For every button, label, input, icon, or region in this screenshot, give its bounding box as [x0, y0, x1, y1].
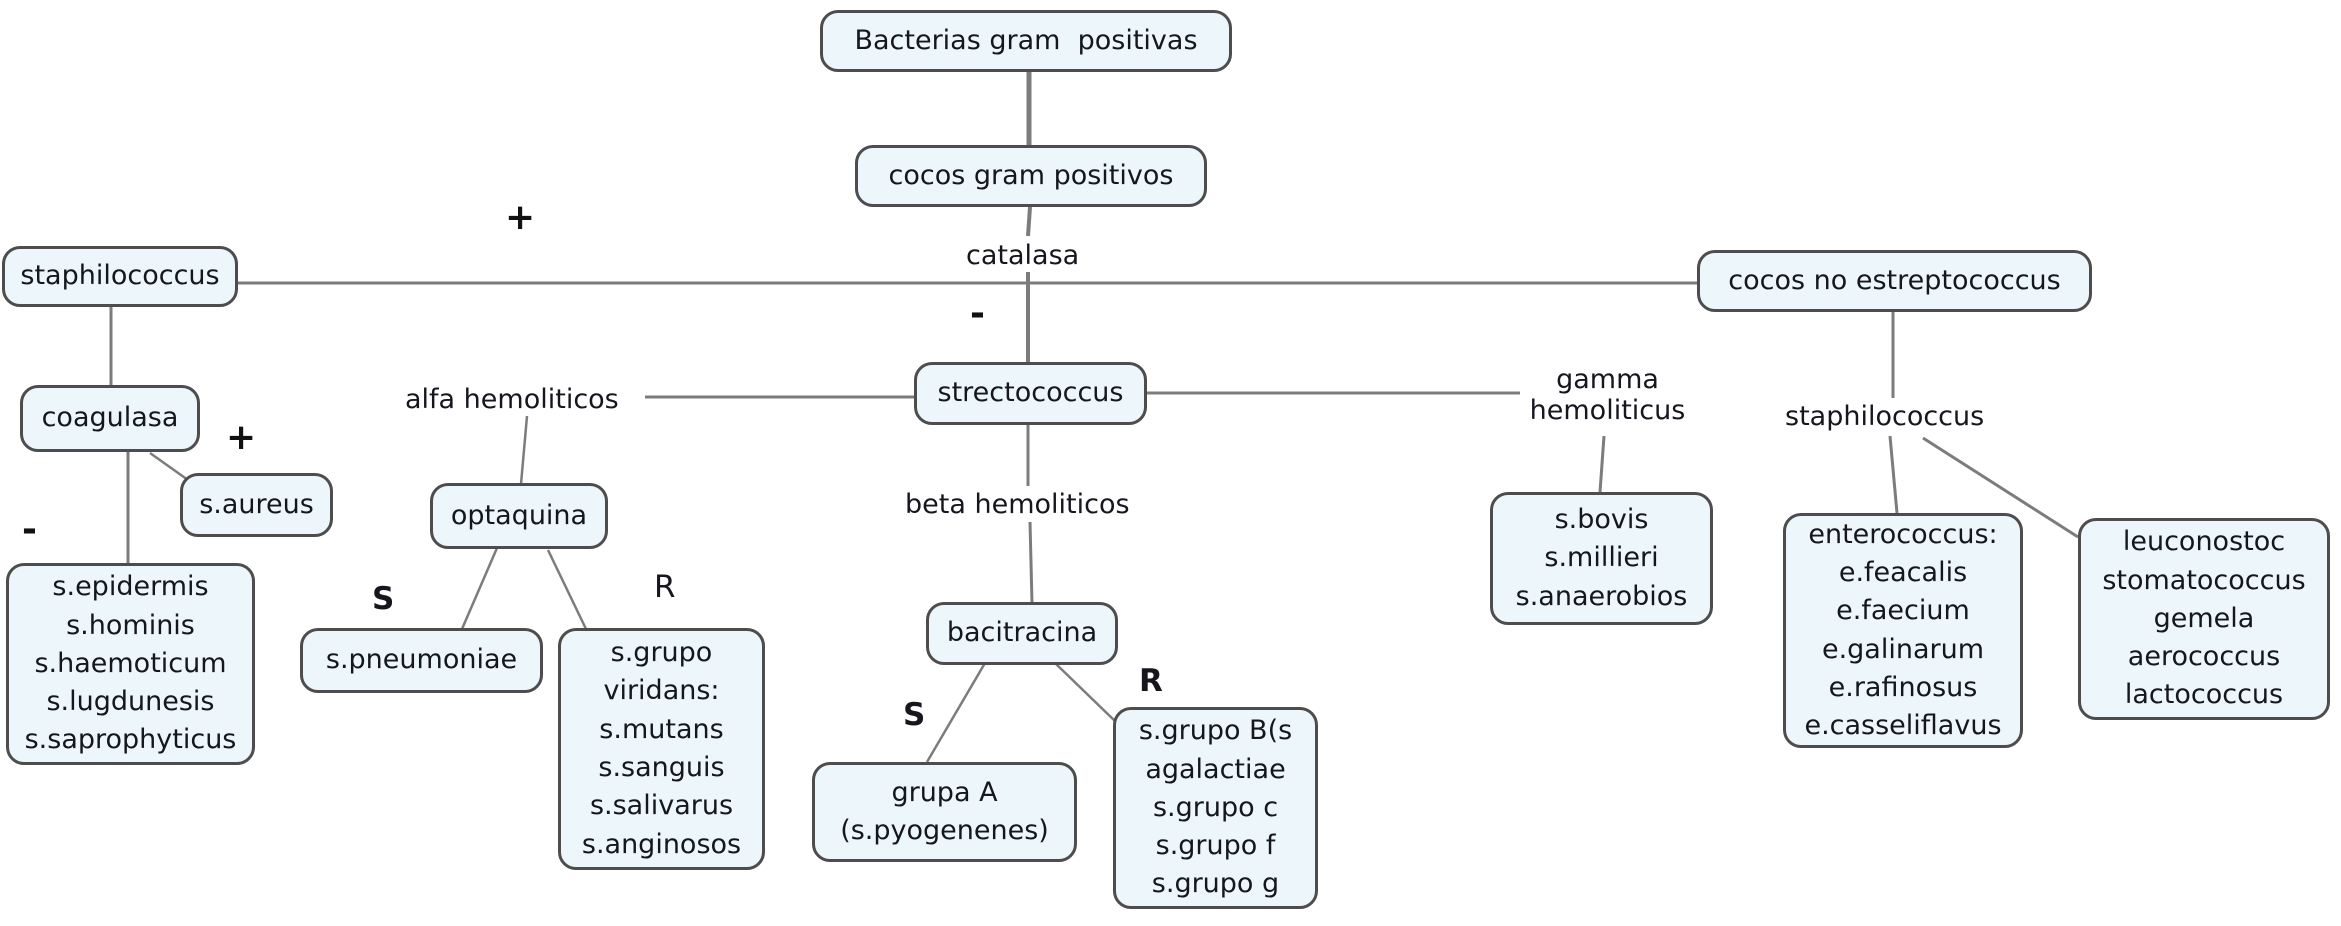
node-grupa-a: grupa A (s.pyogenenes): [812, 762, 1077, 862]
label-alfa-hemoliticos: alfa hemoliticos: [405, 384, 619, 415]
label-s-bacitracina: S: [903, 697, 926, 733]
node-enterococcus-list: enterococcus: e.feacalis e.faecium e.gal…: [1783, 513, 2023, 748]
node-grupo-b-list: s.grupo B(s agalactiae s.grupo c s.grupo…: [1113, 707, 1318, 909]
node-coagulasa-negative-list: s.epidermis s.hominis s.haemoticum s.lug…: [6, 563, 255, 765]
label-beta-hemoliticos: beta hemoliticos: [905, 489, 1130, 520]
node-optaquina: optaquina: [430, 483, 608, 549]
label-r-bacitracina: R: [1139, 663, 1163, 699]
label-minus-catalasa: -: [970, 293, 985, 334]
edge-gamma-bovis: [1598, 435, 1606, 493]
node-bacterias-gram-positivas: Bacterias gram positivas: [820, 10, 1232, 72]
node-cocos-no-estreptococcus: cocos no estreptococcus: [1697, 250, 2092, 312]
node-coagulasa: coagulasa: [20, 385, 200, 452]
label-s-optaquina: S: [372, 581, 395, 617]
edge-optaquina-viridans: [546, 549, 588, 630]
edge-bacitracina-grupaA: [925, 662, 987, 763]
label-r-optaquina: R: [654, 569, 676, 605]
edge-coagulasa-aureus: [149, 451, 189, 482]
node-strectococcus: strectococcus: [914, 362, 1147, 425]
label-minus-coagulasa: -: [22, 509, 37, 550]
edge-cocosgram-catalasa: [1026, 206, 1032, 237]
node-s-aureus: s.aureus: [180, 473, 333, 537]
edge-staphright-leuconostoc: [1922, 436, 2079, 539]
node-s-pneumoniae: s.pneumoniae: [300, 628, 543, 693]
edge-bacitracina-grupoB: [1054, 662, 1117, 723]
node-cocos-gram-positivos: cocos gram positivos: [855, 145, 1207, 207]
node-staphilococcus-left: staphilococcus: [2, 246, 238, 307]
node-leuconostoc-list: leuconostoc stomatococcus gemela aerococ…: [2078, 518, 2330, 720]
edge-staphright-enterococcus: [1888, 435, 1899, 514]
label-plus-coagulasa: +: [226, 417, 257, 458]
label-catalasa: catalasa: [966, 240, 1080, 271]
label-plus-catalasa: +: [505, 197, 536, 238]
node-bacitracina: bacitracina: [926, 602, 1118, 665]
node-gamma-species-list: s.bovis s.millieri s.anaerobios: [1490, 492, 1713, 625]
edge-alfa-optaquina: [519, 415, 529, 485]
node-grupo-viridans-list: s.grupo viridans: s.mutans s.sanguis s.s…: [558, 628, 765, 870]
label-gamma-hemoliticus: gamma hemoliticus: [1529, 364, 1686, 427]
label-staphilococcus-right: staphilococcus: [1785, 401, 1985, 432]
edge-beta-bacitracina: [1028, 521, 1034, 604]
edge-optaquina-pneumoniae: [460, 547, 499, 630]
